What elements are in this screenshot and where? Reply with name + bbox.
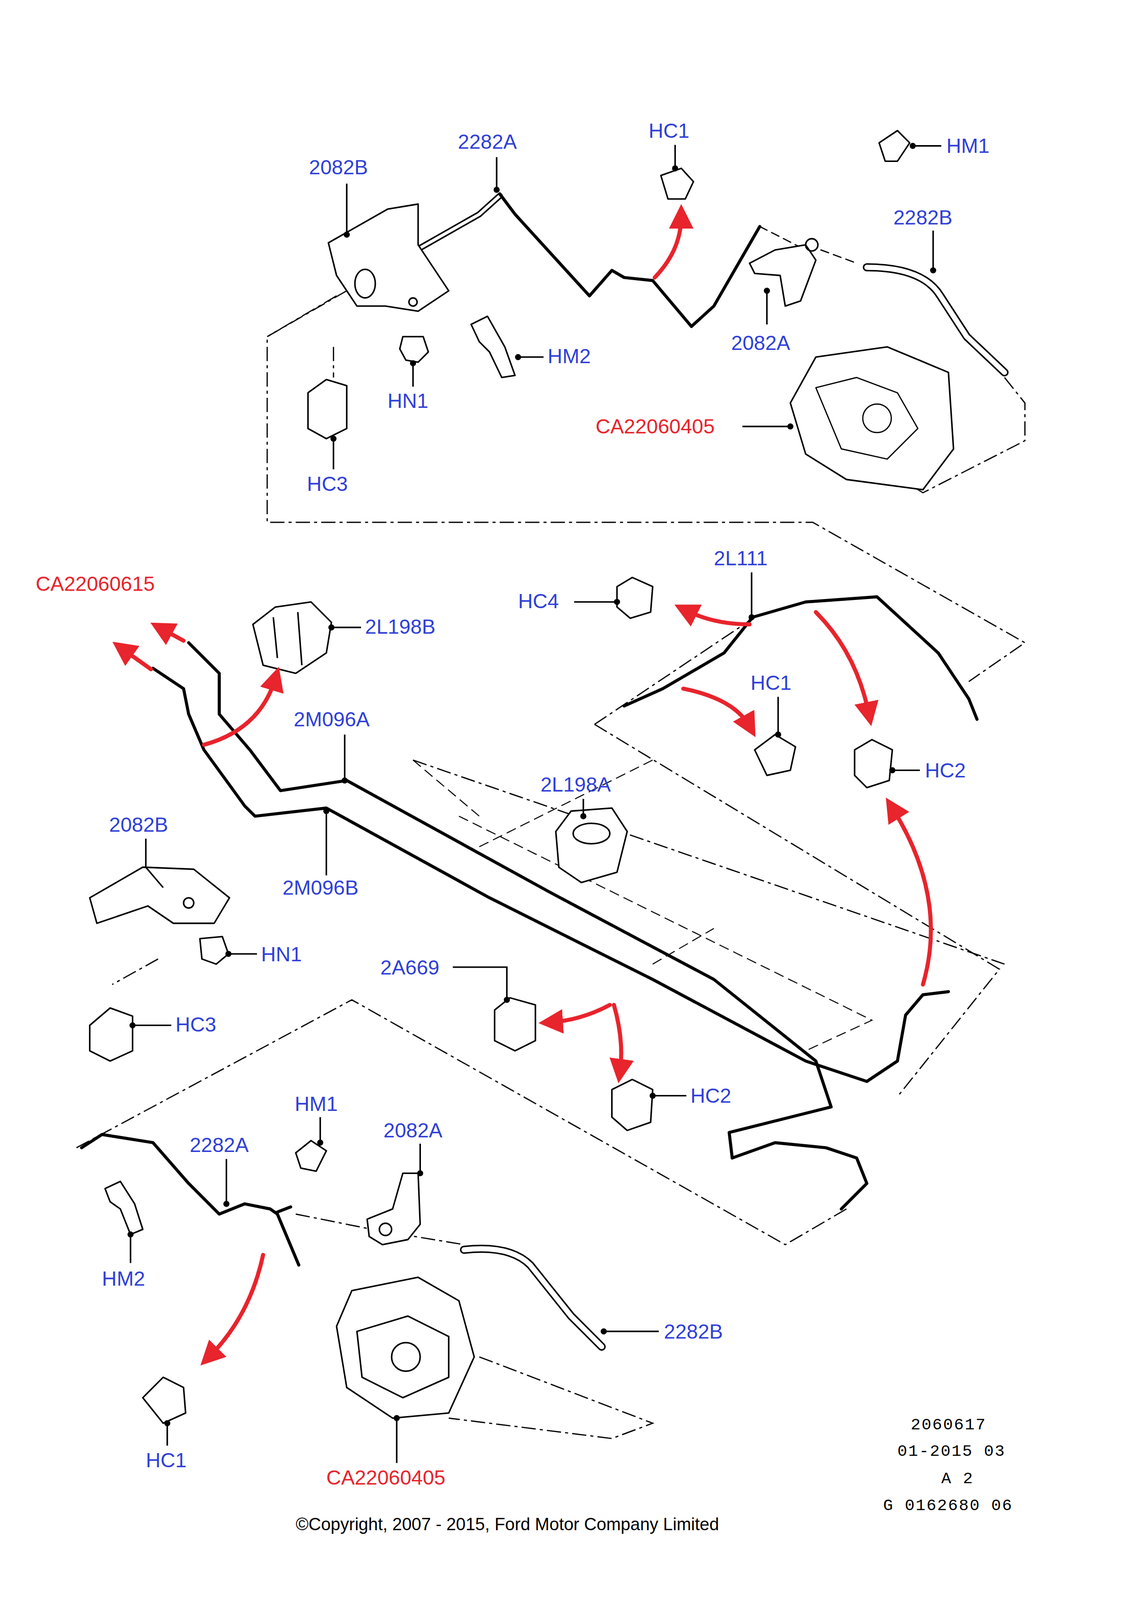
- part-number: CA22060615: [35, 572, 155, 596]
- part-number: HC1: [648, 119, 690, 143]
- part-number: 2M096B: [282, 876, 359, 900]
- part-number: HC1: [750, 670, 792, 695]
- part-number: 2M096A: [293, 707, 370, 732]
- part-number: 2L198A: [540, 773, 611, 797]
- part-number: 2082B: [309, 155, 369, 180]
- part-number: 2A669: [380, 955, 440, 979]
- part-number: CA22060405: [595, 415, 715, 439]
- drawing-code: A 2: [941, 1467, 974, 1491]
- part-number: CA22060405: [326, 1465, 446, 1489]
- part-number: 2L111: [713, 546, 768, 571]
- part-number: 2282B: [893, 206, 953, 230]
- part-number: HN1: [387, 389, 429, 413]
- part-number: HM2: [102, 1266, 146, 1290]
- part-number: HC2: [924, 758, 966, 783]
- drawing-code: G 0162680 06: [883, 1494, 1013, 1518]
- part-number: HC3: [306, 472, 348, 496]
- part-number: HC3: [175, 1012, 217, 1037]
- part-number: HC4: [518, 589, 559, 613]
- part-number: 2282A: [457, 130, 517, 154]
- drawing-code: 2060617: [910, 1413, 987, 1437]
- part-number: 2082B: [108, 812, 168, 836]
- part-number: HN1: [260, 942, 302, 966]
- drawing-code: 01-2015 03: [897, 1440, 1006, 1464]
- part-number: 2282A: [189, 1132, 249, 1157]
- part-number: 2L198B: [365, 614, 436, 639]
- part-number: HM1: [294, 1092, 338, 1116]
- part-number: 2082A: [731, 331, 790, 355]
- part-number: HC1: [145, 1447, 187, 1472]
- part-number: HM1: [946, 134, 990, 158]
- part-number: HM2: [547, 344, 591, 369]
- copyright-note: ©Copyright, 2007 - 2015, Ford Motor Comp…: [295, 1512, 719, 1536]
- part-number: 2082A: [383, 1118, 443, 1142]
- part-number: 2282B: [664, 1319, 723, 1344]
- part-number: HC2: [690, 1084, 732, 1108]
